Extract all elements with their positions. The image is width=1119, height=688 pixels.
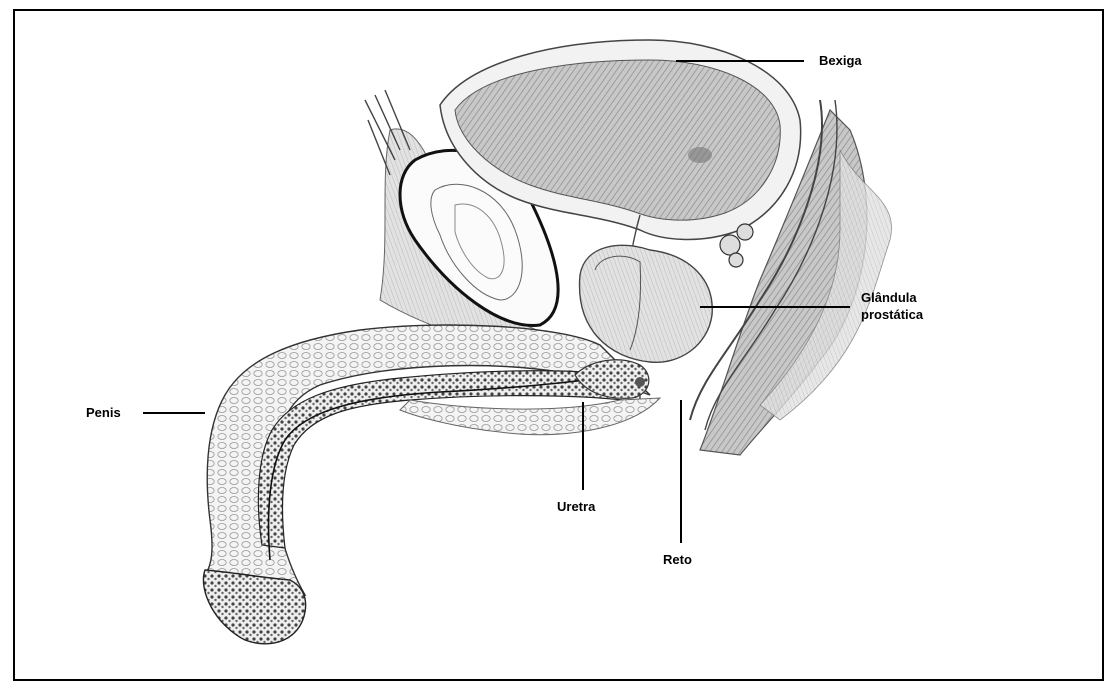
label-rectum: Reto [663, 552, 692, 568]
label-prostate-line2: prostática [861, 307, 923, 323]
label-bladder: Bexiga [819, 53, 862, 69]
label-urethra: Uretra [557, 499, 595, 515]
label-penis: Penis [86, 405, 121, 421]
label-prostate-line1: Glândula [861, 290, 917, 306]
